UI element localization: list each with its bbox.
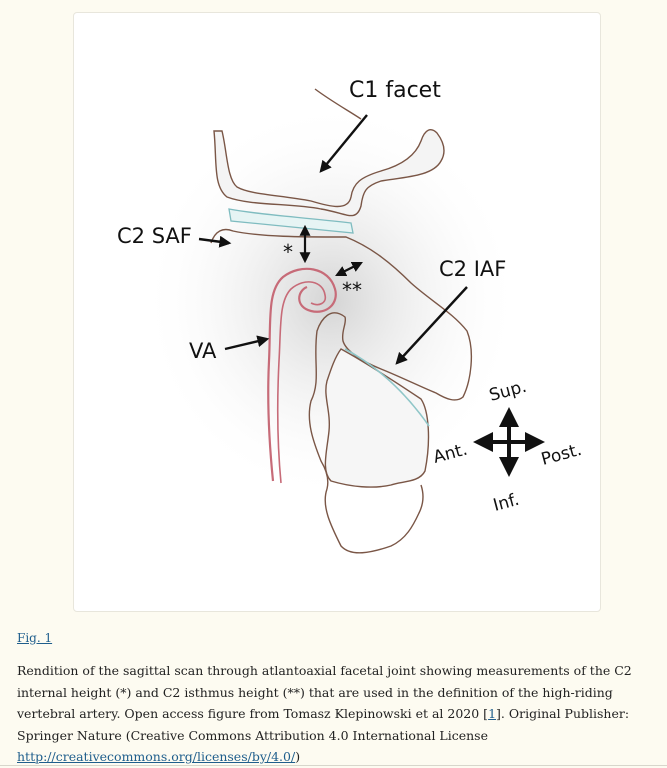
c2-saf-arrow [198,235,232,248]
vertebral-artery [267,267,337,482]
vertebral-artery-inner [276,281,327,484]
divider [0,765,667,766]
c2-iaf-label: C2 IAF [439,257,506,281]
va-label: VA [189,339,217,363]
c1-facet-outline [213,129,445,217]
c3-vertebra-outline [324,348,430,488]
isthmus-height-arrow [335,262,363,276]
post-label: Post. [539,440,584,470]
lower-bone-outline [324,484,424,554]
c2-iaf-arrow [395,286,468,365]
caption-text: Rendition of the sagittal scan through a… [17,663,632,721]
license-link[interactable]: http://creativecommons.org/licenses/by/4… [17,749,296,764]
c2-iaf-cartilage [344,348,430,427]
anatomy-illustration: C1 facet C2 SAF C2 IAF VA * ** Sup. Inf.… [117,78,584,554]
caption-text-continued: ]. Original Publisher: Springer Nature (… [17,706,630,743]
va-arrow [224,335,270,351]
figure-link[interactable]: Fig. 1 [17,631,53,645]
c2-saf-cartilage [228,208,354,234]
reference-link[interactable]: 1 [488,706,497,721]
single-star-label: * [283,240,293,264]
double-star-label: ** [342,278,362,302]
caption-closing: ) [295,749,301,764]
c1-facet-label: C1 facet [349,78,441,103]
inf-label: Inf. [491,490,521,516]
figure-image: C1 facet C2 SAF C2 IAF VA * ** Sup. Inf.… [73,12,601,612]
background-shading [141,101,521,501]
c1-facet-arrow [319,114,368,173]
c1-facet-top-line [314,88,362,120]
orientation-cross [473,407,545,477]
c2-vertebra-outline [210,228,472,490]
figure-caption: Rendition of the sagittal scan through a… [17,660,657,768]
c2-saf-label: C2 SAF [117,224,192,248]
